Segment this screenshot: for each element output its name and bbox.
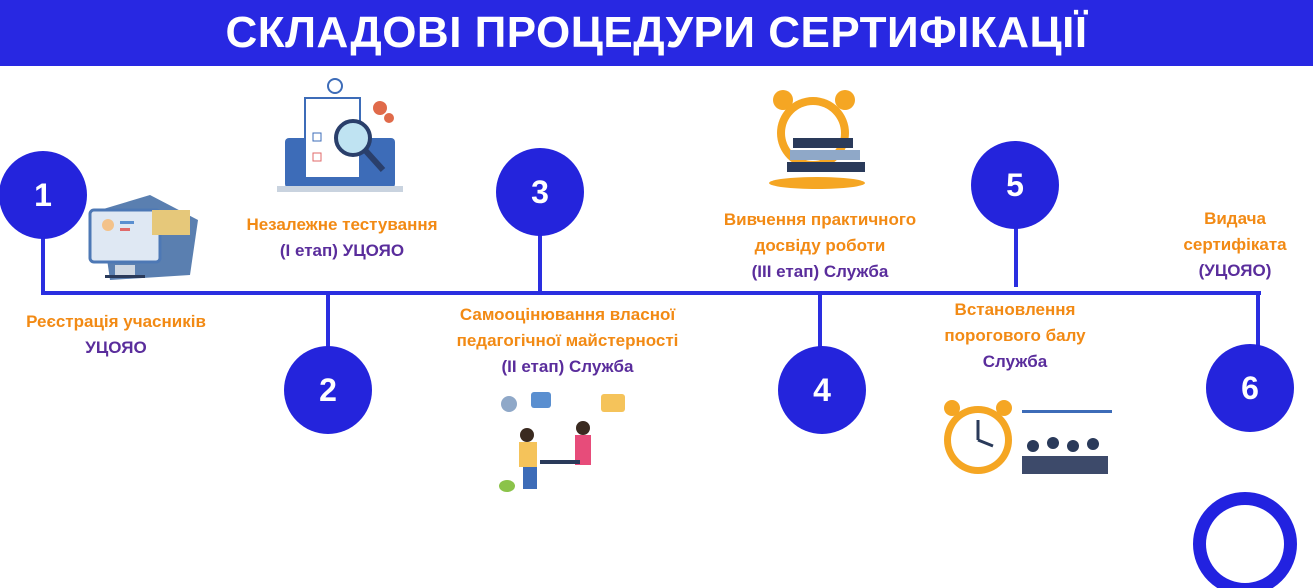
step-1-label: Реєстрація учасників УЦОЯО — [0, 309, 232, 361]
step-4-title: Вивчення практичного — [723, 210, 917, 229]
step-number: 2 — [319, 371, 337, 408]
step-1-title: Реєстрація учасників — [26, 312, 206, 331]
step-6-circle: 6 — [1206, 344, 1294, 432]
step-4-responsible: (ІІІ етап) Служба — [751, 262, 889, 281]
timeline-main — [41, 291, 1261, 295]
step-2-responsible: (І етап) УЦОЯО — [279, 241, 405, 260]
step-4-title-cont: досвіду роботи — [754, 236, 886, 255]
step-5-circle: 5 — [971, 141, 1059, 229]
step-3-title: Самооцінювання власної — [459, 305, 676, 324]
step-6-title-cont: сертифіката — [1183, 235, 1287, 254]
step-2-title: Незалежне тестування — [246, 215, 438, 234]
step-1-circle: 1 — [0, 151, 87, 239]
connector-5 — [1014, 225, 1018, 287]
registration-illustration — [88, 195, 198, 280]
step-5-title: Встановлення — [954, 300, 1076, 319]
connector-2 — [326, 293, 330, 349]
step-6-label: Видача сертифіката (УЦОЯО) — [1160, 206, 1310, 284]
step-3-label: Самооцінювання власної педагогічної майс… — [425, 302, 710, 380]
page-title: СКЛАДОВІ ПРОЦЕДУРИ СЕРТИФІКАЦІЇ — [225, 8, 1088, 57]
connector-1 — [41, 230, 45, 293]
step-4-circle: 4 — [778, 346, 866, 434]
step-number: 6 — [1241, 369, 1259, 406]
testing-illustration — [277, 78, 403, 192]
step-1-responsible: УЦОЯО — [85, 338, 147, 357]
logo-ring — [1193, 492, 1297, 588]
self-assessment-illustration — [499, 392, 625, 492]
step-6-title: Видача — [1204, 209, 1266, 228]
connector-6 — [1256, 293, 1260, 349]
connector-3 — [538, 232, 542, 293]
step-4-label: Вивчення практичного досвіду роботи (ІІІ… — [700, 207, 940, 285]
threshold-score-illustration — [944, 400, 1112, 474]
step-3-circle: 3 — [496, 148, 584, 236]
step-2-label: Незалежне тестування (І етап) УЦОЯО — [222, 212, 462, 264]
step-3-responsible: (ІІ етап) Служба — [501, 357, 634, 376]
connector-4 — [818, 293, 822, 349]
practical-experience-illustration — [769, 90, 865, 189]
step-5-responsible: Служба — [982, 352, 1048, 371]
step-number: 3 — [531, 173, 549, 210]
step-number: 4 — [813, 371, 831, 408]
step-3-title-cont: педагогічної майстерності — [456, 331, 679, 350]
step-number: 1 — [34, 176, 52, 213]
step-number: 5 — [1006, 166, 1024, 203]
step-6-responsible: (УЦОЯО) — [1198, 261, 1272, 280]
title-bar: СКЛАДОВІ ПРОЦЕДУРИ СЕРТИФІКАЦІЇ — [0, 0, 1313, 66]
step-5-label: Встановлення порогового балу Служба — [910, 297, 1120, 375]
step-5-title-cont: порогового балу — [944, 326, 1086, 345]
step-2-circle: 2 — [284, 346, 372, 434]
